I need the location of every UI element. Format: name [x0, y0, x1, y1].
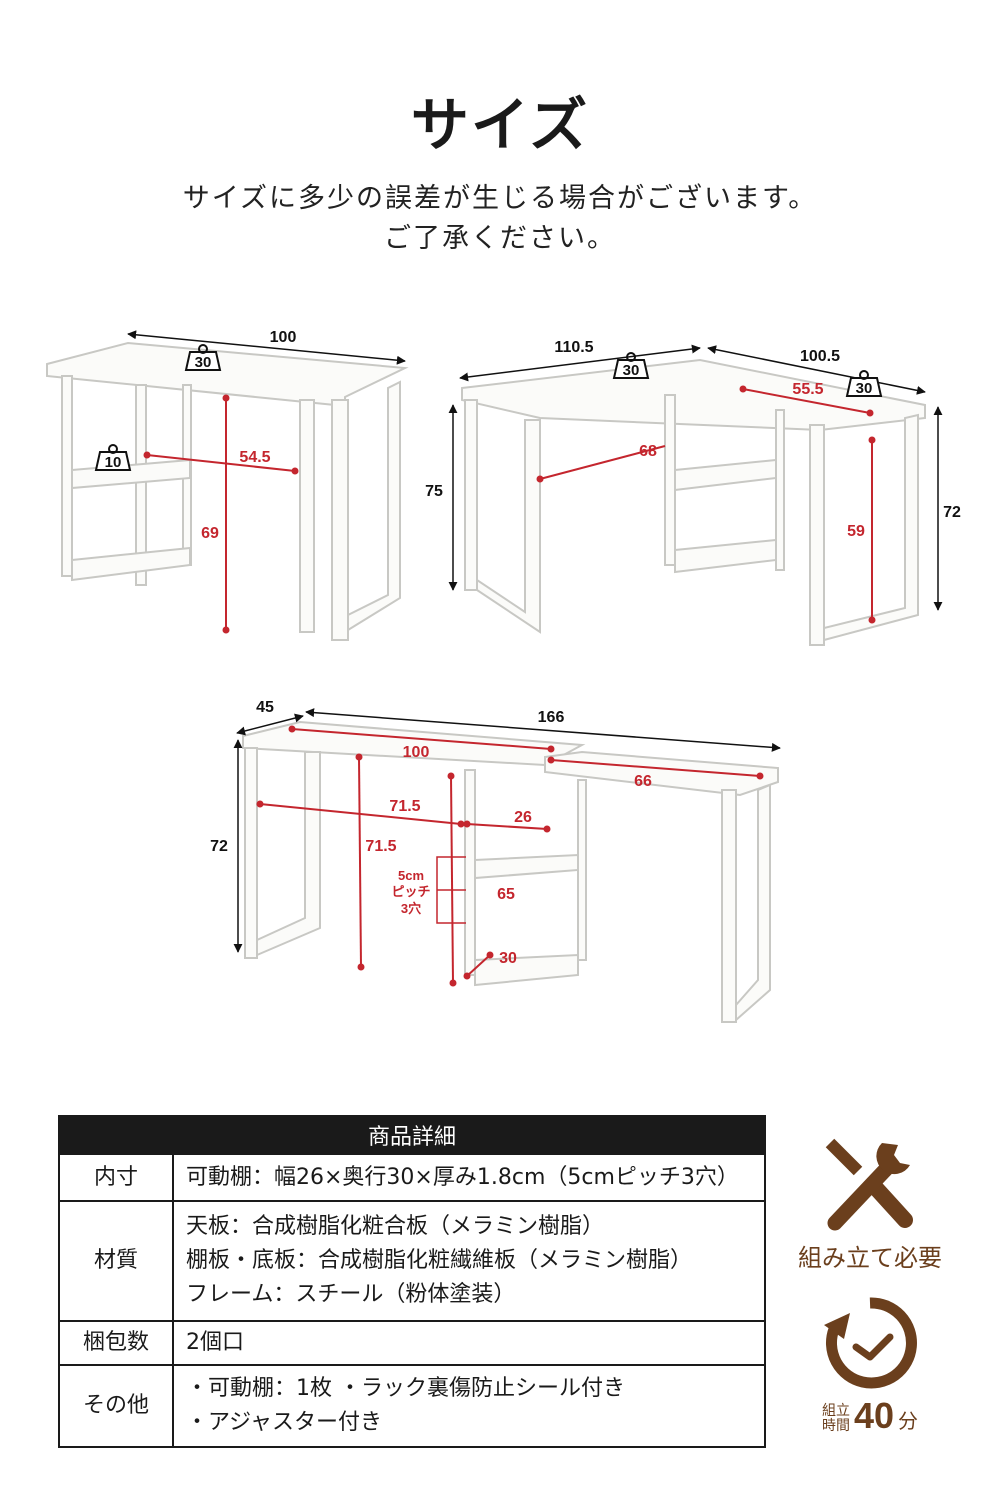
- desk1-dimensions: 100 54.5 69 30 10: [94, 329, 406, 634]
- svg-text:26: 26: [514, 809, 532, 826]
- row-value: 天板：合成樹脂化粧合板（メラミン樹脂）: [186, 1214, 605, 1239]
- row-label: 梱包数: [58, 1320, 174, 1366]
- dim-depth: 54.5: [239, 449, 270, 466]
- svg-text:30: 30: [623, 362, 640, 379]
- subtitle-line-2: ご了承ください。: [384, 223, 616, 254]
- row-value: 2個口: [186, 1330, 244, 1355]
- spec-table-header: 商品詳細: [58, 1115, 766, 1155]
- svg-text:65: 65: [497, 886, 515, 903]
- spec-table: 商品詳細 内寸 可動棚：幅26×奥行30×厚み1.8cm（5cmピッチ3穴） 材…: [58, 1115, 766, 1448]
- desk3-dimensions: 45 166 72 100 66 71.5 26 71.5 65 30 5cm …: [210, 699, 781, 987]
- row-value: フレーム：スチール（粉体塗装）: [186, 1282, 516, 1307]
- svg-text:ピッチ: ピッチ: [391, 884, 430, 899]
- time-value: 40: [853, 1395, 895, 1436]
- svg-text:72: 72: [210, 838, 228, 855]
- svg-text:71.5: 71.5: [389, 798, 420, 815]
- row-value: ・可動棚：1枚 ・ラック裏傷防止シール付き: [186, 1376, 625, 1401]
- svg-text:66: 66: [634, 773, 652, 790]
- subtitle-line-1: サイズに多少の誤差が生じる場合がございます。: [182, 183, 818, 214]
- svg-text:55.5: 55.5: [792, 381, 823, 398]
- row-label: 材質: [58, 1200, 174, 1322]
- svg-text:100.5: 100.5: [800, 348, 840, 365]
- table-row: 梱包数 2個口: [58, 1320, 766, 1366]
- assembly-required-label: 組み立て必要: [798, 1244, 942, 1272]
- row-value: ・アジャスター付き: [186, 1410, 383, 1435]
- svg-text:71.5: 71.5: [365, 838, 396, 855]
- time-label: 時間: [821, 1418, 850, 1434]
- weight-load-icon: 30: [612, 352, 650, 379]
- row-value: 可動棚：幅26×奥行30×厚み1.8cm（5cmピッチ3穴）: [186, 1164, 739, 1190]
- svg-text:110.5: 110.5: [554, 339, 593, 356]
- assembly-time: 組立時間 40 分: [790, 1398, 950, 1434]
- desk-l-shape-illustration: [461, 358, 926, 646]
- row-label: その他: [58, 1364, 174, 1448]
- svg-text:72: 72: [943, 504, 961, 521]
- svg-text:5cm: 5cm: [398, 868, 424, 883]
- svg-text:30: 30: [195, 354, 212, 371]
- svg-text:68: 68: [639, 443, 657, 460]
- tools-icon: [790, 1135, 950, 1239]
- table-row: その他 ・可動棚：1枚 ・ラック裏傷防止シール付き・アジャスター付き: [58, 1364, 766, 1448]
- svg-text:45: 45: [256, 699, 274, 716]
- table-row: 内寸 可動棚：幅26×奥行30×厚み1.8cm（5cmピッチ3穴）: [58, 1153, 766, 1202]
- svg-text:10: 10: [105, 454, 122, 471]
- clock-icon: [790, 1295, 950, 1399]
- table-row: 材質 天板：合成樹脂化粧合板（メラミン樹脂） 棚板・底板：合成樹脂化粧繊維板（メラ…: [58, 1200, 766, 1322]
- desk-straight-illustration: [242, 720, 779, 1023]
- svg-text:30: 30: [856, 380, 873, 397]
- weight-load-icon: 30: [184, 344, 222, 371]
- time-unit: 分: [898, 1409, 919, 1433]
- dim-width-100: 100: [270, 329, 297, 346]
- desk2-dimensions: 110.5 100.5 75 72 68 55.5 59 30 30: [425, 339, 961, 624]
- row-value: 棚板・底板：合成樹脂化粧繊維板（メラミン樹脂）: [186, 1248, 693, 1273]
- time-label: 組立: [821, 1403, 850, 1419]
- row-label: 内寸: [58, 1153, 174, 1202]
- page-title: サイズ: [410, 91, 590, 159]
- weight-load-icon: 10: [94, 444, 132, 471]
- size-diagrams: 100 54.5 69 30 10 110.5 100.5 75 72 68 5…: [46, 329, 961, 1023]
- svg-text:75: 75: [425, 483, 443, 500]
- svg-text:59: 59: [847, 523, 865, 540]
- svg-text:100: 100: [403, 744, 430, 761]
- weight-load-icon: 30: [845, 370, 883, 397]
- svg-text:166: 166: [538, 709, 565, 726]
- svg-text:30: 30: [499, 950, 517, 967]
- svg-text:3穴: 3穴: [401, 901, 421, 916]
- dim-height: 69: [201, 525, 219, 542]
